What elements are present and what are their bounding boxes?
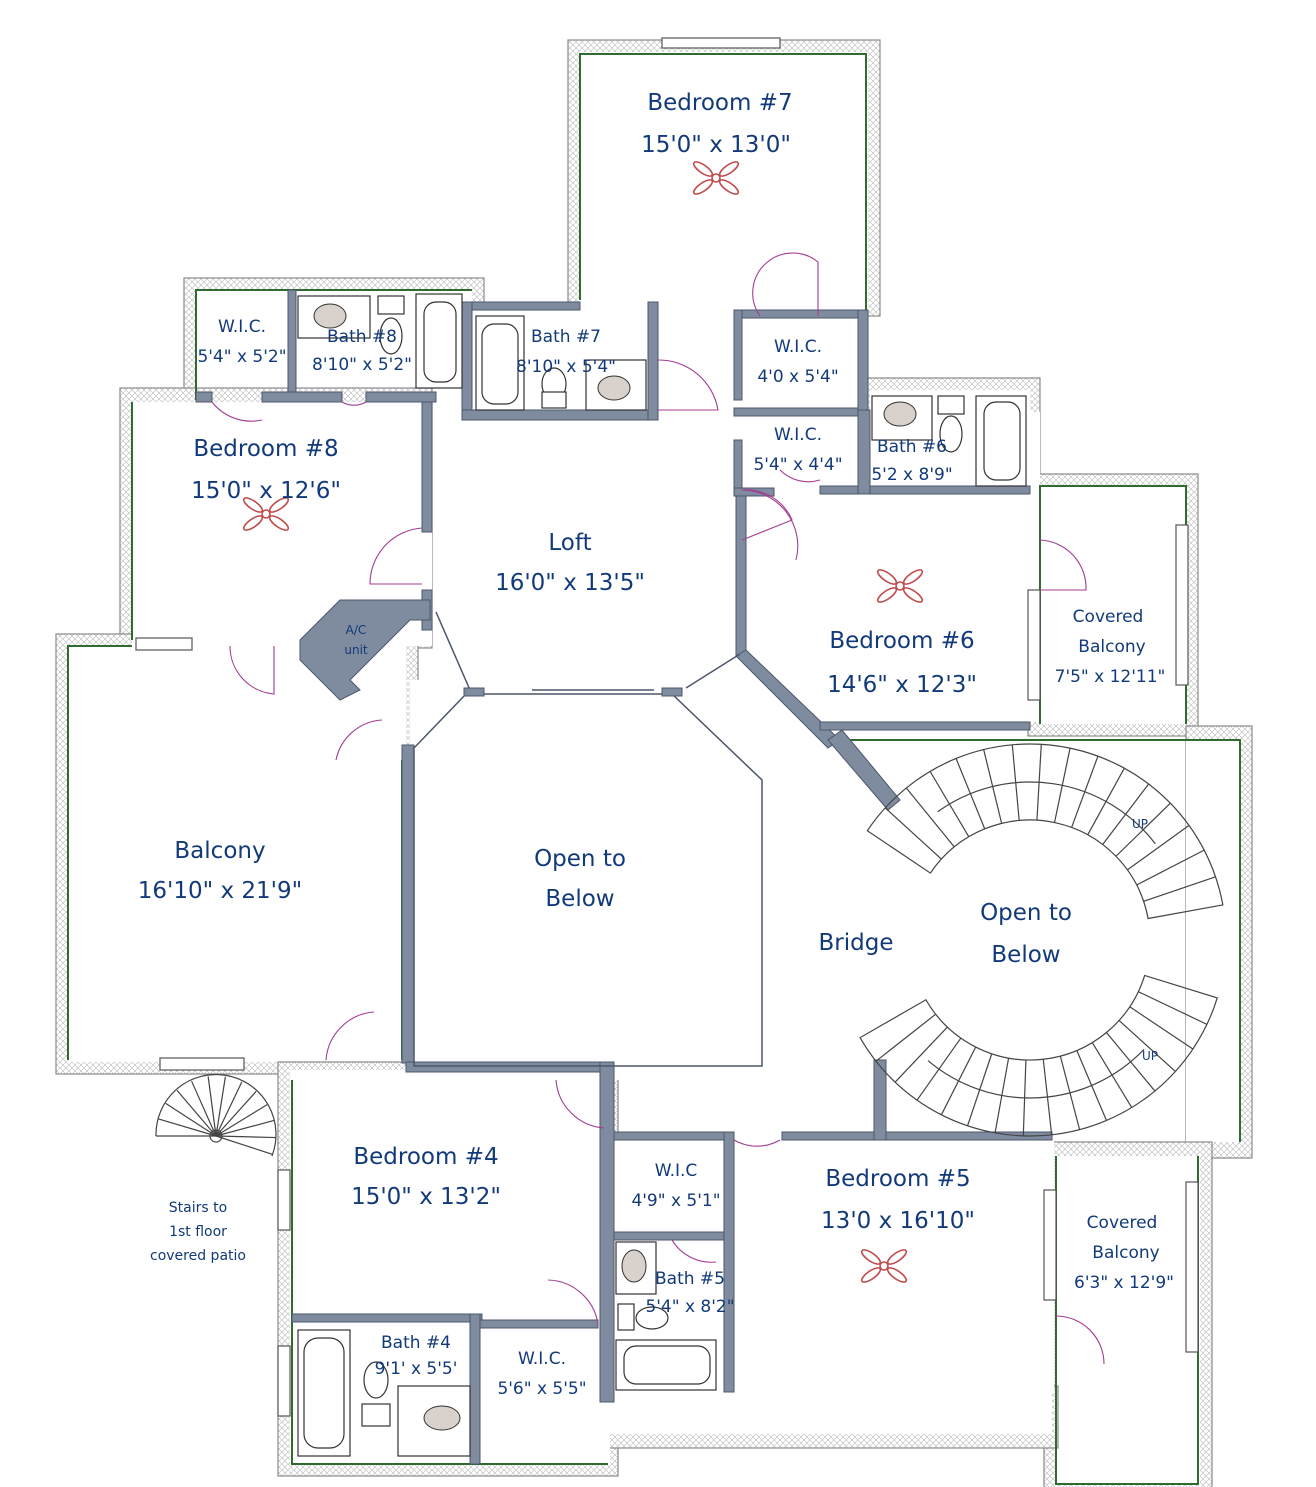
ceiling-fan-icons [242,161,924,1283]
loft-name: Loft [548,530,591,556]
bath5-name: Bath #5 [655,1269,725,1289]
stairs-note-line3: covered patio [150,1248,246,1264]
ac-line2: unit [344,643,368,657]
bedroom8-size: 15'0" x 12'6" [191,478,341,504]
wic5-size: 4'9" x 5'1" [631,1191,720,1211]
bedroom4-size: 15'0" x 13'2" [351,1184,501,1210]
bedroom5-size: 13'0 x 16'10" [821,1208,975,1234]
doors [211,252,1105,1365]
covered-balcony5-size: 6'3" x 12'9" [1074,1273,1174,1293]
wic7b-name: W.I.C. [774,425,822,445]
wic8-size: 5'4" x 5'2" [197,347,286,367]
bath7-name: Bath #7 [531,327,601,347]
ceiling-fan-icon [242,497,290,531]
room-labels: Bedroom #7 15'0" x 13'0" Bedroom #8 15'0… [138,90,1174,1399]
wic5-name: W.I.C [655,1161,698,1181]
interior-walls [195,289,1053,1465]
open-below-2-line1: Open to [980,900,1072,926]
bedroom8-name: Bedroom #8 [193,436,338,462]
curved-stairs [859,743,1224,1137]
bath-fixtures [297,293,1027,1457]
bath8-size: 8'10" x 5'2" [312,355,412,375]
bedroom6-name: Bedroom #6 [829,628,974,654]
open-below-2-line2: Below [991,942,1060,968]
windows [135,37,1199,1417]
loft-size: 16'0" x 13'5" [495,570,645,596]
bedroom4-name: Bedroom #4 [353,1144,498,1170]
balcony-size: 16'10" x 21'9" [138,878,302,904]
floor-fill [132,302,1054,1464]
wic7a-name: W.I.C. [774,337,822,357]
bath8-name: Bath #8 [327,327,397,347]
covered-balcony6-size: 7'5" x 12'11" [1055,667,1166,687]
stairs-note-line1: Stairs to [169,1200,227,1216]
open-below-1-line1: Open to [534,846,626,872]
balcony-name: Balcony [174,838,265,864]
ceiling-fan-icon [692,161,740,195]
covered-balcony5-line1: Covered [1087,1213,1158,1233]
spiral-stair [155,1073,277,1157]
covered-balcony6-line2: Balcony [1078,637,1145,657]
covered-balcony5-line2: Balcony [1092,1243,1159,1263]
wic4-name: W.I.C. [518,1349,566,1369]
wic7b-size: 5'4" x 4'4" [753,455,842,475]
bedroom5-name: Bedroom #5 [825,1166,970,1192]
bath6-name: Bath #6 [877,437,947,457]
stairs-note-line2: 1st floor [169,1224,227,1240]
bath5-size: 5'4" x 8'2" [645,1297,734,1317]
covered-balcony6-line1: Covered [1073,607,1144,627]
bath4-name: Bath #4 [381,1333,451,1353]
stair-up-label-1: UP [1132,817,1148,831]
stair-up-label-2: UP [1142,1049,1158,1063]
wic8-name: W.I.C. [218,317,266,337]
open-below-1-line2: Below [545,886,614,912]
bath6-size: 5'2 x 8'9" [871,465,952,485]
bath7-size: 8'10" x 5'4" [516,357,616,377]
bedroom7-size: 15'0" x 13'0" [641,132,791,158]
wic7a-size: 4'0 x 5'4" [757,367,838,387]
bridge-name: Bridge [819,930,894,956]
ceiling-fan-icon [876,569,924,603]
ceiling-fan-icon [860,1249,908,1283]
ac-line1: A/C [346,623,367,637]
open-below-left-outline [413,687,763,1067]
bedroom6-size: 14'6" x 12'3" [827,672,977,698]
bedroom7-name: Bedroom #7 [647,90,792,116]
bath4-size: 9'1' x 5'5' [375,1359,458,1379]
wic4-size: 5'6" x 5'5" [497,1379,586,1399]
